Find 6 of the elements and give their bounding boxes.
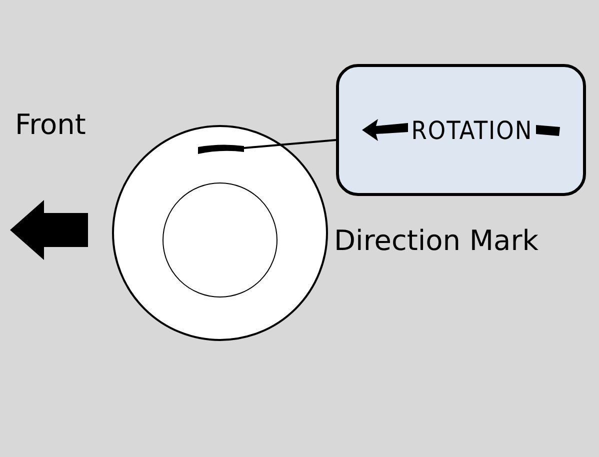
leader-line: [244, 139, 336, 149]
direction-label: Front: [15, 108, 86, 141]
node-label: Direction Mark: [334, 224, 538, 257]
mark-text: ROTATION: [411, 116, 533, 144]
callout-box: [336, 64, 586, 196]
direction-mark: [198, 143, 244, 154]
